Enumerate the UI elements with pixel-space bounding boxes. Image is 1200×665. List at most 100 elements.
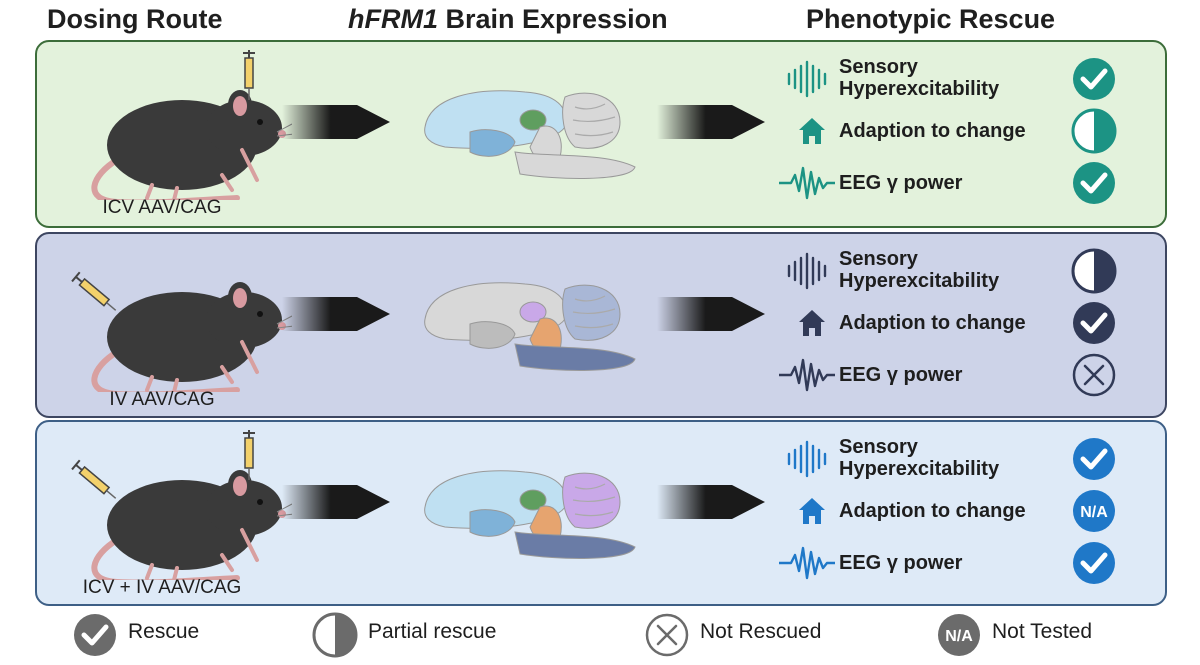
arrow-to-rescue — [657, 97, 767, 147]
home-icon — [799, 118, 825, 144]
arrow-right-icon — [657, 297, 765, 331]
sound-wave-icon — [777, 56, 837, 102]
arrow-right-icon — [282, 105, 390, 139]
phenotype-label: Adaption to change — [839, 120, 1026, 142]
legend-label: Rescue — [128, 620, 200, 643]
route-label: IV AAV/CAG — [109, 389, 215, 410]
status-rescue — [1067, 540, 1121, 586]
mouse-illustration — [62, 50, 295, 206]
arrow-right-icon — [657, 485, 765, 519]
status-partial-icon — [1071, 248, 1117, 294]
brain-expression-suffix: Brain Expression — [438, 4, 668, 34]
legend-partial-icon — [312, 612, 358, 658]
sound-wave-icon — [787, 440, 827, 478]
home-icon — [799, 498, 825, 524]
eeg-wave-icon — [777, 160, 837, 206]
arrow-to-rescue — [657, 289, 767, 339]
arrow-right-icon — [282, 297, 390, 331]
mouse-icon — [91, 50, 295, 206]
status-na: N/A — [1067, 488, 1121, 534]
legend-label: Not Rescued — [700, 620, 822, 643]
status-rescue-icon — [1073, 542, 1115, 584]
brain-expression-map — [415, 82, 655, 182]
brain-icon — [424, 282, 636, 371]
gene-name: hFRM1 — [348, 4, 438, 34]
phenotype-label: Sensory Hyperexcitability — [839, 56, 1000, 100]
eeg-wave-icon — [779, 358, 835, 392]
brain-expression-map — [415, 462, 655, 562]
brain-icon — [424, 90, 636, 179]
phenotype-row: Sensory Hyperexcitability — [777, 56, 1157, 102]
iv-syringe-icon — [71, 271, 117, 311]
status-rescue — [1067, 56, 1121, 102]
check-icon — [1073, 438, 1115, 480]
phenotype-row: Adaption to change N/A — [777, 488, 1157, 534]
phenotype-row: EEG γ power — [777, 352, 1157, 398]
phenotype-label: EEG γ power — [839, 552, 963, 574]
x-circle-icon — [1072, 353, 1116, 397]
icv-syringe-icon — [243, 430, 255, 480]
legend-rescue-icon — [74, 614, 116, 656]
phenotype-row: Adaption to change — [777, 108, 1157, 154]
brain-expression-header: hFRM1 Brain Expression — [348, 4, 668, 35]
eeg-wave-icon — [777, 540, 837, 586]
status-rescue — [1067, 436, 1121, 482]
x-circle-icon — [645, 613, 689, 657]
phenotype-label: Adaption to change — [839, 500, 1026, 522]
check-icon — [1073, 542, 1115, 584]
status-partial — [1067, 108, 1121, 154]
home-icon — [777, 300, 837, 346]
legend-label: Partial rescue — [368, 620, 497, 643]
status-partial — [1067, 248, 1121, 294]
sound-wave-icon — [787, 60, 827, 98]
route-panel: ICV + IV AAV/CAG Sensory Hyperexcitabilit… — [35, 420, 1167, 606]
home-icon — [777, 488, 837, 534]
na-badge-icon — [1073, 490, 1115, 532]
dosing-route-header: Dosing Route — [47, 4, 223, 34]
na-badge-icon — [938, 614, 980, 656]
mouse-icon — [71, 271, 295, 398]
legend-not-rescued-icon — [640, 612, 689, 657]
home-icon — [799, 310, 825, 336]
arrow-to-brain — [282, 289, 392, 339]
home-icon — [777, 108, 837, 154]
legend-rescue-icon — [68, 612, 116, 656]
check-icon — [1073, 162, 1115, 204]
status-rescue — [1067, 160, 1121, 206]
arrow-to-brain — [282, 97, 392, 147]
legend-partial-icon — [308, 612, 358, 658]
svg-text:N/A: N/A — [945, 628, 973, 645]
phenotype-label: Sensory Hyperexcitability — [839, 436, 1000, 480]
arrow-to-brain — [282, 477, 392, 527]
status-rescue-icon — [1073, 438, 1115, 480]
phenotype-row: Sensory Hyperexcitability — [777, 248, 1157, 294]
phenotype-label: Adaption to change — [839, 312, 1026, 334]
arrow-right-icon — [657, 105, 765, 139]
status-rescue-icon — [1073, 58, 1115, 100]
phenotypic-rescue-header: Phenotypic Rescue — [806, 4, 1056, 34]
status-not-rescued-icon — [1072, 353, 1116, 397]
phenotype-row: EEG γ power — [777, 160, 1157, 206]
arrow-right-icon — [282, 485, 390, 519]
iv-syringe-icon — [71, 459, 117, 499]
status-partial-icon — [1071, 108, 1117, 154]
route-label: ICV + IV AAV/CAG — [82, 577, 242, 598]
phenotype-label: EEG γ power — [839, 172, 963, 194]
eeg-wave-icon — [779, 166, 835, 200]
brain-icon — [424, 470, 636, 559]
route-label: ICV AAV/CAG — [102, 197, 222, 218]
phenotype-label: Sensory Hyperexcitability — [839, 248, 1000, 292]
brain-expression-map — [415, 274, 655, 374]
mouse-illustration — [62, 242, 295, 398]
legend-na-icon: N/A — [932, 612, 980, 656]
status-na-icon: N/A — [1073, 490, 1115, 532]
eeg-wave-icon — [777, 352, 837, 398]
check-icon — [1073, 302, 1115, 344]
legend-not-rescued-icon — [645, 613, 689, 657]
arrow-to-rescue — [657, 477, 767, 527]
sound-wave-icon — [787, 252, 827, 290]
phenotype-row: Sensory Hyperexcitability — [777, 436, 1157, 482]
status-rescue — [1067, 300, 1121, 346]
